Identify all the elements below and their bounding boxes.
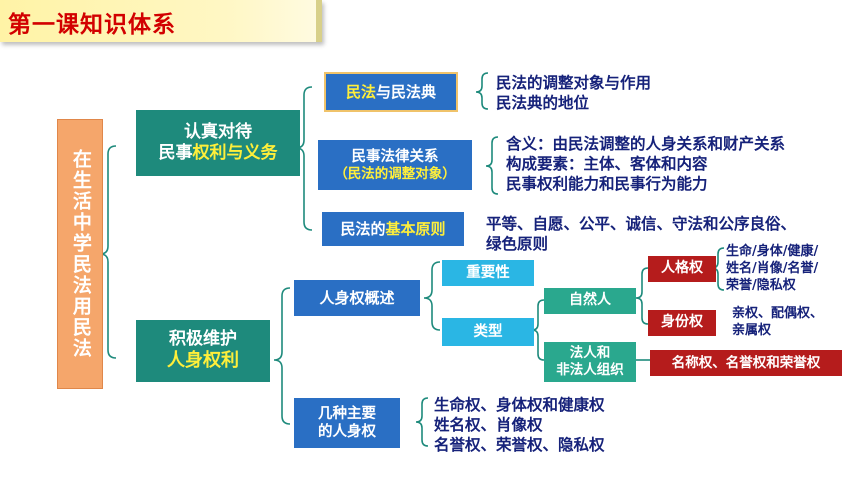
main-personal-rights-line1: 几种主要 — [318, 405, 376, 422]
identity-right-item: 亲属权 — [732, 322, 772, 338]
importance-label: 重要性 — [466, 264, 510, 281]
basic-principle-pre: 民法的 — [340, 219, 386, 238]
main-personal-rights-item: 姓名权、肖像权 — [434, 416, 543, 435]
civil-law-items: 民法的调整对象与作用 民法典的地位 — [496, 73, 651, 113]
civil-law-item: 民法的调整对象与作用 — [496, 74, 652, 92]
basic-principle-highlight: 基本原则 — [385, 219, 446, 238]
basic-principle-item: 绿色原则 — [486, 235, 549, 254]
branch-rights-obligations: 认真对待 民事权利与义务 — [136, 110, 300, 176]
personality-right-box: 人格权 — [648, 256, 716, 282]
branch1-line2: 民事权利与义务 — [159, 143, 278, 164]
civil-relation-item: 含义：由民法调整的人身关系和财产关系 — [506, 135, 786, 153]
main-personal-rights-items: 生命权、身体权和健康权 姓名权、肖像权 名誉权、荣誉权、隐私权 — [434, 395, 605, 455]
basic-principle-item: 平等、自愿、公平、诚信、守法和公序良俗、 — [486, 215, 797, 233]
civil-law-brace — [475, 72, 489, 110]
natural-person-bracket — [635, 267, 649, 325]
identity-right-items: 亲权、配偶权、 亲属权 — [732, 306, 823, 340]
natural-person-box: 自然人 — [544, 288, 636, 314]
civil-relation-line2: （民法的调整对象） — [334, 165, 456, 182]
personality-right-item: 生命/身体/健康/ — [726, 244, 819, 259]
identity-right-label: 身份权 — [661, 314, 703, 331]
personality-right-label: 人格权 — [661, 260, 703, 277]
branch2-line2: 人身权利 — [167, 350, 239, 372]
org-rights-label: 名称权、名誉权和荣誉权 — [671, 354, 821, 371]
basic-principle-label: 民法的基本原则 — [340, 220, 445, 239]
personality-right-item: 姓名/肖像/名誉/ — [726, 260, 819, 276]
types-label: 类型 — [473, 323, 503, 340]
root-topic-box: 在生活中学民法用民法 — [57, 119, 103, 389]
main-personal-rights-item: 生命权、身体权和健康权 — [434, 396, 605, 414]
civil-relation-item: 民事权利能力和民事行为能力 — [506, 175, 708, 194]
civil-law-rest: 与民法典 — [376, 82, 437, 101]
branch1-line2-highlight: 权利与义务 — [192, 143, 278, 163]
title-banner-accent — [316, 0, 322, 42]
branch-personal-rights: 积极维护 人身权利 — [136, 320, 270, 382]
title-banner — [0, 0, 322, 42]
identity-right-box: 身份权 — [648, 310, 716, 336]
main-personal-rights-line2: 的人身权 — [318, 424, 376, 440]
personal-rights-overview-label: 人身权概述 — [319, 288, 395, 307]
civil-relation-items: 含义：由民法调整的人身关系和财产关系 构成要素：主体、客体和内容 民事权利能力和… — [506, 134, 785, 194]
personality-right-item: 荣誉/隐私权 — [726, 277, 796, 293]
legal-person-line1: 法人和 — [569, 345, 611, 362]
relation-brace — [485, 136, 499, 195]
overview-bracket — [423, 261, 441, 331]
legal-person-box: 法人和 非法人组织 — [544, 342, 636, 382]
basic-principle-items: 平等、自愿、公平、诚信、守法和公序良俗、 绿色原则 — [486, 214, 796, 254]
basic-principle-box: 民法的基本原则 — [322, 212, 464, 246]
legal-person-line2: 非法人组织 — [556, 362, 624, 378]
branch2-bracket — [273, 287, 291, 425]
page-title: 第一课知识体系 — [8, 12, 176, 38]
natural-person-label: 自然人 — [569, 292, 611, 309]
civil-law-code-label: 民法与民法典 — [346, 83, 436, 102]
root-topic-label: 在生活中学民法用民法 — [69, 149, 92, 359]
civil-law-item: 民法典的地位 — [496, 94, 590, 113]
personal-rights-overview-box: 人身权概述 — [294, 280, 420, 316]
branch2-line1: 积极维护 — [169, 329, 237, 350]
types-box: 类型 — [442, 318, 534, 346]
civil-law-code-box: 民法与民法典 — [324, 72, 458, 112]
civil-relation-box: 民事法律关系 （民法的调整对象） — [318, 140, 472, 190]
main-personal-rights-item: 名誉权、荣誉权、隐私权 — [434, 436, 605, 455]
civil-law-highlight: 民法 — [345, 82, 376, 101]
personality-right-items: 生命/身体/健康/ 姓名/肖像/名誉/ 荣誉/隐私权 — [726, 244, 818, 295]
civil-relation-item: 构成要素：主体、客体和内容 — [506, 155, 708, 174]
org-rights-box: 名称权、名誉权和荣誉权 — [650, 350, 842, 376]
main-rights-brace — [415, 397, 429, 447]
identity-right-item: 亲权、配偶权、 — [732, 306, 824, 321]
branch1-line1: 认真对待 — [184, 121, 252, 142]
importance-box: 重要性 — [442, 260, 534, 286]
civil-relation-line1: 民事法律关系 — [351, 148, 439, 165]
main-personal-rights-box: 几种主要 的人身权 — [294, 398, 400, 448]
branch1-line2-pre: 民事 — [158, 143, 193, 163]
